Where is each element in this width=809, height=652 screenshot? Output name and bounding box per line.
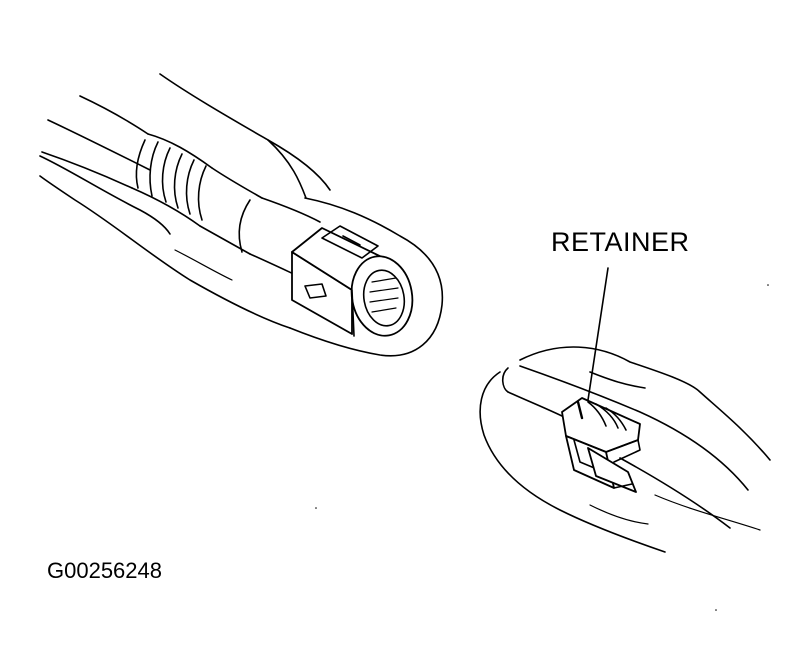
fuel-line-left (41, 95, 321, 277)
retainer-leader-line (587, 267, 609, 401)
metal-pipe-right (501, 365, 749, 529)
print-speck (715, 609, 717, 611)
right-hand-illustration (479, 346, 771, 553)
female-connector-body (291, 225, 414, 337)
print-speck (315, 507, 317, 509)
figure-code: G00256248 (47, 558, 162, 583)
retainer-label: RETAINER (551, 227, 690, 257)
retainer-clip (561, 397, 641, 493)
print-speck (767, 284, 769, 286)
left-hand-illustration (39, 73, 444, 357)
